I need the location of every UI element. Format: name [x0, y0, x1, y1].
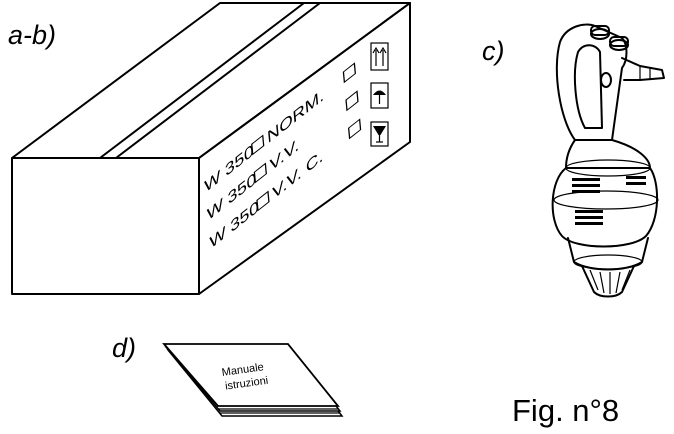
- box-line-1-tick: [342, 62, 356, 84]
- this-way-up-icon: [370, 42, 389, 71]
- manual-title-line-2: istruzioni: [224, 375, 269, 393]
- box-line-3-checkbox: [256, 190, 270, 212]
- box-line-2-checkbox: [253, 162, 267, 184]
- vent-slots: [572, 176, 646, 225]
- figure-caption: Fig. n°8: [512, 393, 619, 428]
- label-a-b: a-b): [8, 20, 56, 50]
- box-line-1-checkbox: [251, 134, 265, 156]
- fragile-glass-icon: [370, 121, 389, 147]
- box-variant-labels: W 350 NORM. W 350 V.V. W 350 V.V. C.: [204, 62, 362, 253]
- box-line-3-tick: [348, 118, 362, 140]
- umbrella-keep-dry-icon: [370, 82, 389, 109]
- box-line-2-tick: [345, 90, 359, 112]
- manual-title-line-1: Manuale: [221, 361, 264, 379]
- label-d: d): [112, 333, 136, 363]
- packaging-box: W 350 NORM. W 350 V.V. W 350 V.V. C.: [11, 2, 411, 295]
- instruction-manual: Manuale istruzioni: [162, 343, 344, 417]
- label-c: c): [482, 36, 505, 66]
- blender-motor-unit: [551, 23, 665, 298]
